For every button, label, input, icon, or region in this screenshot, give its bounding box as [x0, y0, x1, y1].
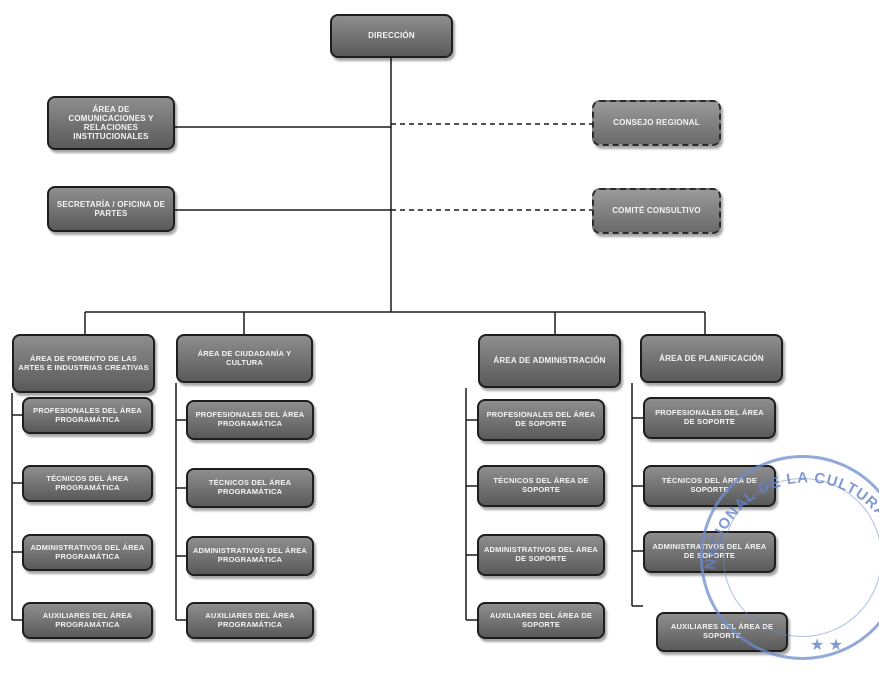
- col3-item4: AUXILIARES DEL ÁREA DE SOPORTE: [477, 602, 605, 639]
- node-comite-consultivo: COMITÉ CONSULTIVO: [592, 188, 721, 234]
- org-chart: DIRECCIÓN ÁREA DE COMUNICACIONES Y RELAC…: [11, 14, 879, 660]
- node-consejo-regional: CONSEJO REGIONAL: [592, 100, 721, 146]
- col2-item2: TÉCNICOS DEL ÁREA PROGRAMÁTICA: [186, 468, 314, 508]
- node-direccion: DIRECCIÓN: [330, 14, 453, 58]
- stamp-inner-ring: [723, 478, 879, 637]
- col3-item1: PROFESIONALES DEL ÁREA DE SOPORTE: [477, 399, 605, 441]
- node-area-administracion: ÁREA DE ADMINISTRACIÓN: [478, 334, 621, 388]
- col1-item2: TÉCNICOS DEL ÁREA PROGRAMÁTICA: [22, 465, 153, 502]
- col3-item2: TÉCNICOS DEL ÁREA DE SOPORTE: [477, 465, 605, 507]
- col2-item3: ADMINISTRATIVOS DEL ÁREA PROGRAMÁTICA: [186, 536, 314, 576]
- col1-item4: AUXILIARES DEL ÁREA PROGRAMÁTICA: [22, 602, 153, 639]
- node-secretaria: SECRETARÍA / OFICINA DE PARTES: [47, 186, 175, 232]
- node-comunicaciones: ÁREA DE COMUNICACIONES Y RELACIONES INST…: [47, 96, 175, 150]
- col1-item1: PROFESIONALES DEL ÁREA PROGRAMÁTICA: [22, 397, 153, 434]
- node-area-ciudadania: ÁREA DE CIUDADANÍA Y CULTURA: [176, 334, 313, 383]
- connector-lines: [11, 58, 706, 621]
- node-area-fomento: ÁREA DE FOMENTO DE LAS ARTES E INDUSTRIA…: [12, 334, 155, 393]
- col2-item4: AUXILIARES DEL ÁREA PROGRAMÁTICA: [186, 602, 314, 639]
- col2-item1: PROFESIONALES DEL ÁREA PROGRAMÁTICA: [186, 400, 314, 440]
- col4-item1: PROFESIONALES DEL ÁREA DE SOPORTE: [643, 397, 776, 439]
- col1-item3: ADMINISTRATIVOS DEL ÁREA PROGRAMÁTICA: [22, 534, 153, 571]
- col3-item3: ADMINISTRATIVOS DEL ÁREA DE SOPORTE: [477, 534, 605, 576]
- node-area-planificacion: ÁREA DE PLANIFICACIÓN: [640, 334, 783, 383]
